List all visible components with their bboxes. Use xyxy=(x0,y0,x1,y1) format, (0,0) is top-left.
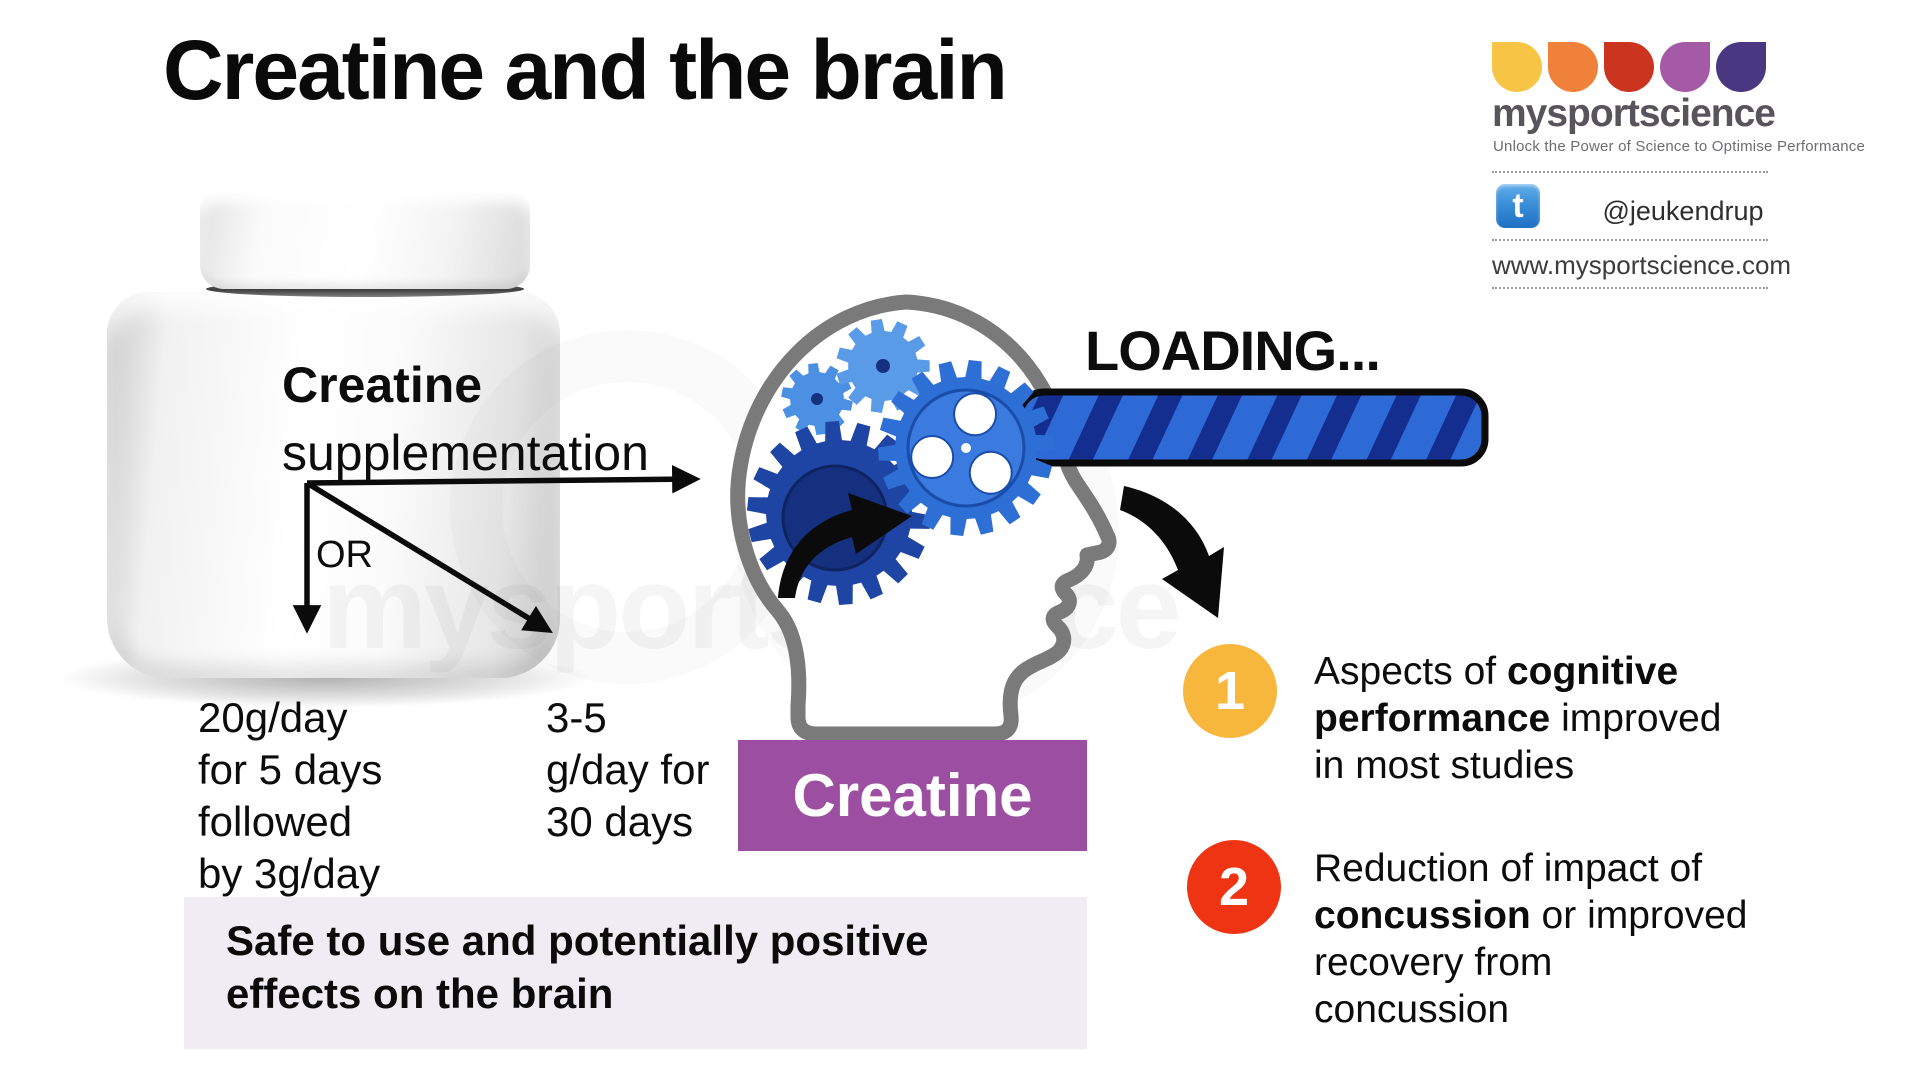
creatine-supplementation-label-bold: Creatine xyxy=(282,357,483,413)
gear-icon xyxy=(781,363,853,435)
divider xyxy=(1492,239,1768,241)
divider xyxy=(1492,171,1768,173)
page-title: Creatine and the brain xyxy=(163,23,1008,117)
finding-2-text: Reduction of impact of concussion or imp… xyxy=(1314,847,1748,1031)
safety-note-box xyxy=(184,897,1087,1049)
brand-tagline: Unlock the Power of Science to Optimise … xyxy=(1493,138,1866,155)
logo-drop-icon xyxy=(1604,42,1654,92)
arrow-to-head xyxy=(306,464,701,494)
brand-name: mysportscience xyxy=(1492,92,1776,135)
maintenance-protocol-text: 3-5 g/day for 30 days xyxy=(546,694,710,845)
safety-note-text: Safe to use and potentially positive eff… xyxy=(226,917,929,1017)
logo-drop-icon xyxy=(1492,42,1542,92)
finding-2-number: 2 xyxy=(1218,857,1250,917)
creatine-tag: Creatine xyxy=(738,740,1087,851)
dose-arrows xyxy=(292,464,701,634)
brand-website: www.mysportscience.com xyxy=(1492,250,1792,280)
creatine-supplementation-label: supplementation xyxy=(282,425,649,481)
twitter-icon: t xyxy=(1496,184,1540,228)
gear-rotation-arrow-icon xyxy=(778,493,912,598)
arrow-head-to-findings-icon xyxy=(1120,486,1224,618)
loading-progress-bar xyxy=(1016,388,1489,467)
creatine-tag-label: Creatine xyxy=(792,762,1033,829)
twitter-glyph: t xyxy=(1512,186,1524,225)
logo-drop-icon xyxy=(1548,42,1598,92)
finding-1-number: 1 xyxy=(1214,661,1246,721)
brand-logo-drops xyxy=(1492,42,1768,92)
arrow-to-maintenance-dose xyxy=(305,480,553,633)
twitter-handle: @jeukendrup xyxy=(1602,196,1764,226)
finding-2-badge: 2 xyxy=(1187,840,1281,934)
logo-drop-icon xyxy=(1660,42,1710,92)
loading-label: LOADING... xyxy=(1085,319,1381,382)
supplement-jar-lid xyxy=(200,193,530,289)
gear-icon xyxy=(836,319,930,413)
logo-drop-icon xyxy=(1716,42,1766,92)
divider xyxy=(1492,287,1768,289)
brain-gears-illustration xyxy=(730,294,1489,742)
finding-1-text: Aspects of cognitive performance improve… xyxy=(1314,650,1722,787)
finding-1-badge: 1 xyxy=(1183,644,1277,738)
loading-protocol-text: 20g/day for 5 days followed by 3g/day xyxy=(198,694,383,897)
gear-icon xyxy=(878,360,1054,536)
or-label: OR xyxy=(316,534,373,576)
